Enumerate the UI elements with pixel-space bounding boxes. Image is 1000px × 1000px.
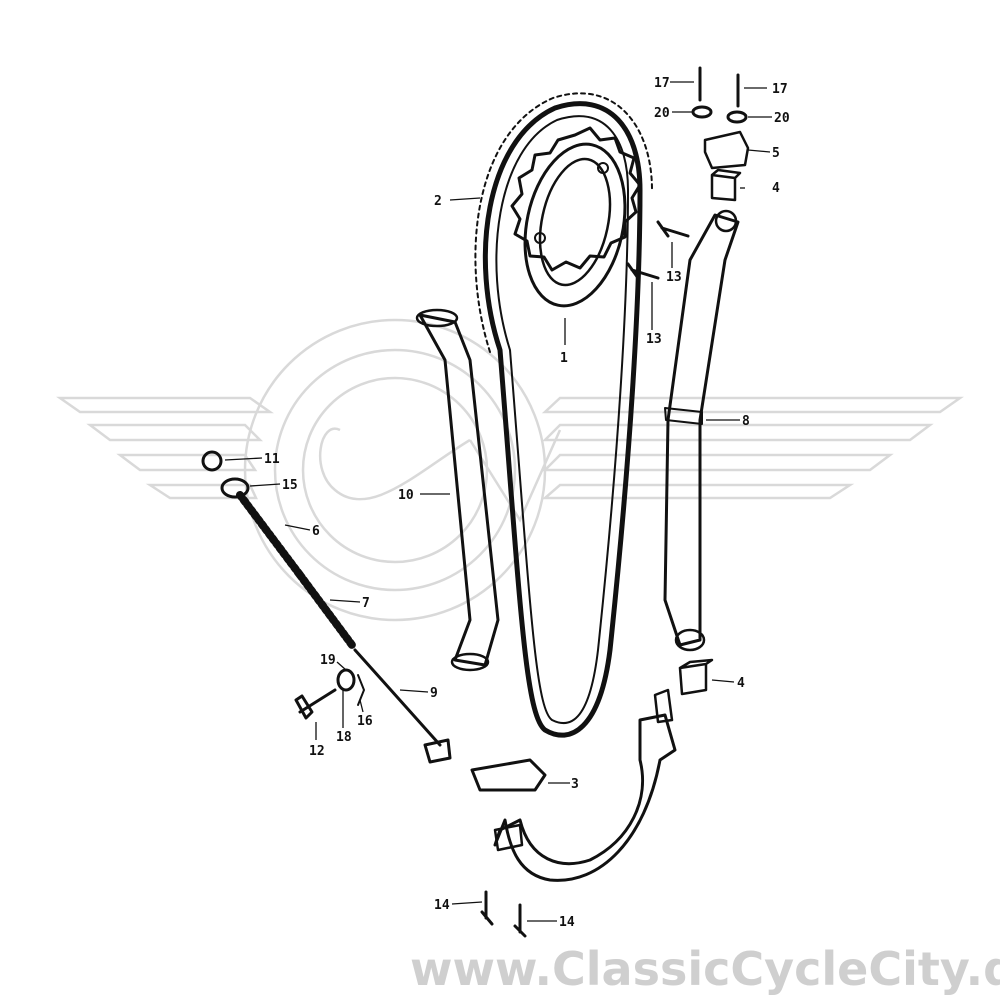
- chain-tensioner-arm: [663, 209, 740, 652]
- tensioner-spring: [236, 491, 356, 649]
- cam-sprocket: [510, 126, 642, 308]
- callout-labels: 1 2 3 4 4 5 6 7 8 9 10 11 12 13 13 14 14…: [264, 76, 790, 930]
- callout-6: 6: [312, 524, 320, 539]
- chain-guide: [415, 308, 500, 672]
- tensioner-push-rod: [353, 648, 452, 764]
- guide-holder-bracket: [470, 688, 677, 882]
- callout-13-upper: 13: [666, 270, 682, 285]
- callout-1: 1: [560, 351, 568, 366]
- callout-3: 3: [571, 777, 579, 792]
- leader-lines: [224, 81, 772, 922]
- bolt-14-left: [480, 890, 494, 926]
- callout-18: 18: [336, 730, 352, 745]
- bolt-13-upper: [656, 220, 690, 238]
- callout-12: 12: [309, 744, 325, 759]
- bolt-11: [201, 450, 223, 472]
- tensioner-pad-lower: [678, 658, 714, 696]
- nut-18: [336, 668, 356, 692]
- callout-11: 11: [264, 452, 280, 467]
- callout-14-right: 14: [559, 915, 575, 930]
- callout-4-upper: 4: [772, 181, 780, 196]
- washer-20-left: [691, 105, 713, 119]
- cam-chain: [474, 92, 653, 738]
- callout-4-lower: 4: [737, 676, 745, 691]
- watermark-emblem: [56, 318, 964, 622]
- callout-10: 10: [398, 488, 414, 503]
- washer-15: [220, 477, 250, 499]
- washer-20-right: [726, 110, 748, 124]
- callout-15: 15: [282, 478, 298, 493]
- callout-2: 2: [434, 194, 442, 209]
- tensioner-pad-upper: [710, 168, 742, 202]
- callout-8: 8: [742, 414, 750, 429]
- bolt-14-right: [513, 903, 527, 938]
- callout-16: 16: [357, 714, 373, 729]
- callout-17-left: 17: [654, 76, 670, 91]
- callout-20-right: 20: [774, 111, 790, 126]
- callout-19: 19: [320, 653, 336, 668]
- tensioner-holder: [703, 130, 750, 170]
- callout-13-lower: 13: [646, 332, 662, 347]
- callout-7: 7: [362, 596, 370, 611]
- callout-14-left: 14: [434, 898, 450, 913]
- watermark-text: www.ClassicCycleCity.de: [410, 942, 1000, 996]
- callout-17-right: 17: [772, 82, 788, 97]
- sprocket-teeth: [510, 126, 642, 272]
- spring-16: [357, 674, 365, 706]
- callout-20-left: 20: [654, 106, 670, 121]
- callout-9: 9: [430, 686, 438, 701]
- bolt-13-lower: [626, 262, 660, 280]
- callout-5: 5: [772, 146, 780, 161]
- bolt-12: [294, 688, 337, 720]
